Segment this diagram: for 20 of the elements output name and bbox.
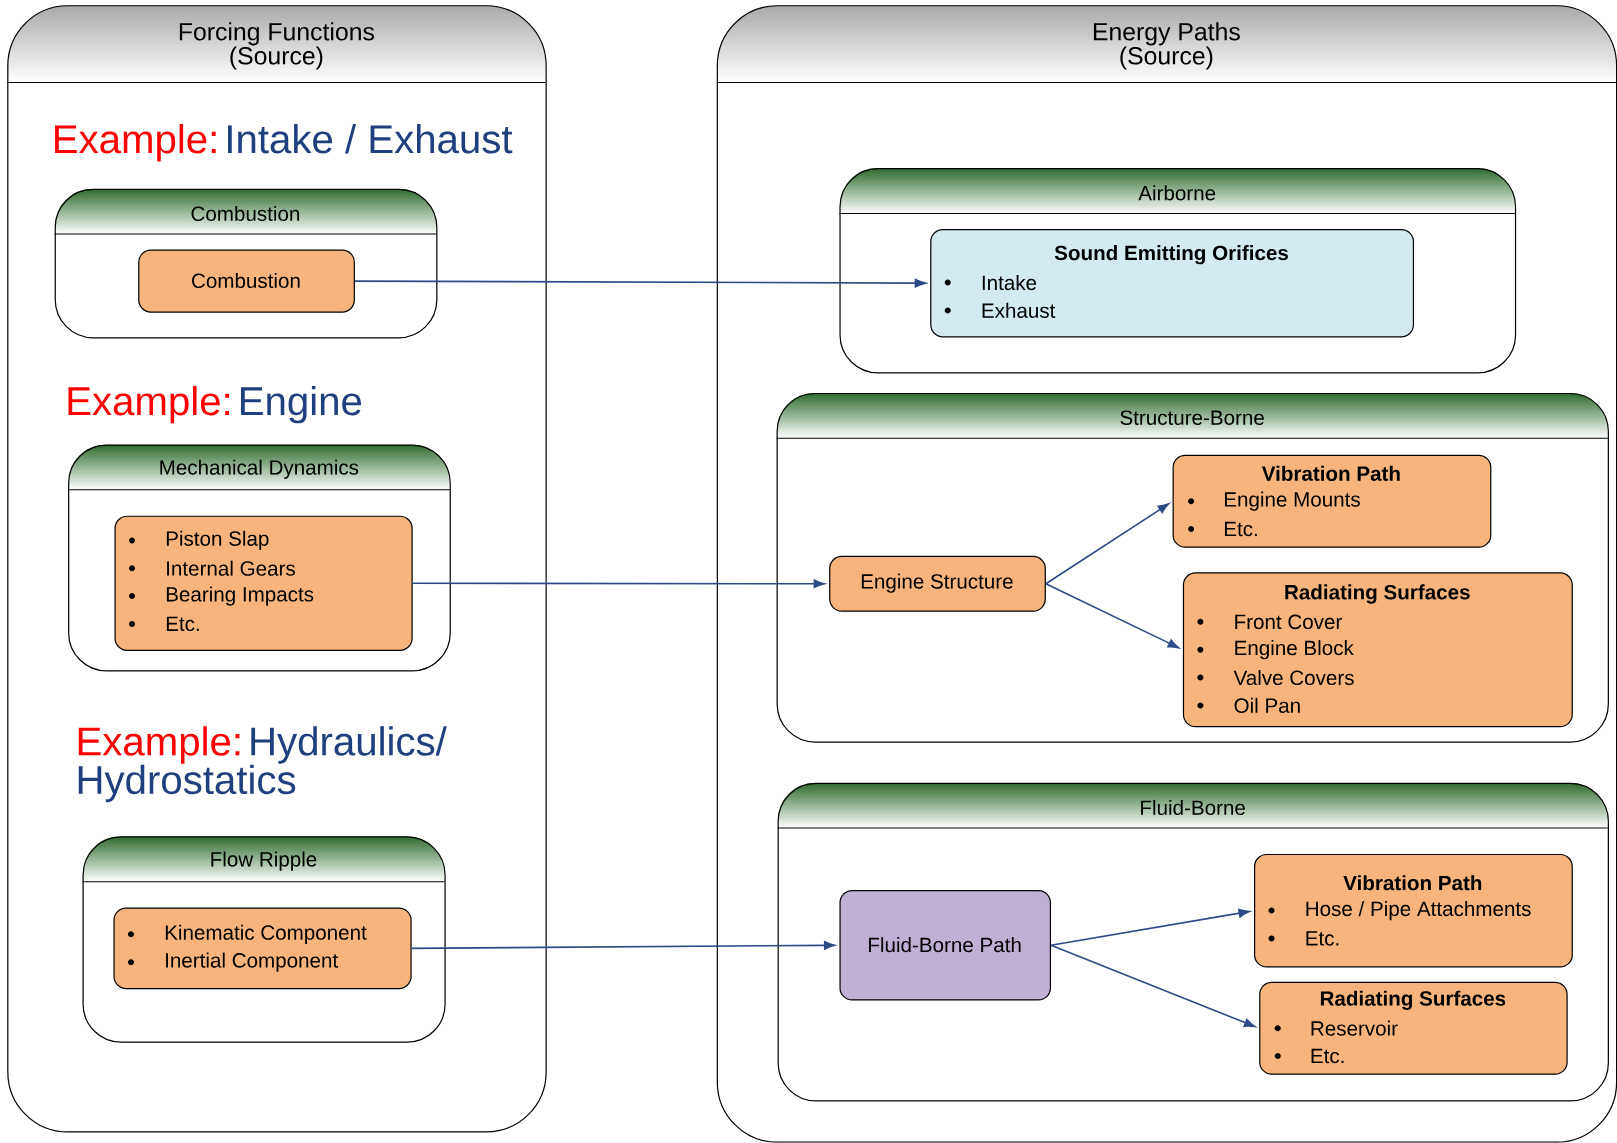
example-heading: Example: Engine <box>68 386 362 424</box>
arrow <box>1045 503 1170 585</box>
process-box: Combustion <box>138 249 355 313</box>
process-box: Piston Slap Internal Gears Bearing Impacts Etc. <box>114 515 413 652</box>
process-box: Engine Structure <box>829 556 1046 612</box>
example-heading: Example: Intake / Exhaust <box>55 124 513 162</box>
arrow <box>411 579 825 589</box>
example-heading: Example: Hydraulics/ Hydrostatics <box>78 726 447 803</box>
arrow <box>1050 908 1250 947</box>
arrow <box>1045 583 1180 649</box>
arrow <box>410 941 836 950</box>
process-box: Kinematic Component Inertial Component <box>113 907 412 990</box>
arrow <box>1050 944 1256 1028</box>
process-box: Radiating Surfaces Reservoir Etc. <box>1259 981 1568 1075</box>
arrow <box>354 278 927 288</box>
process-box: Vibration Path Hose / Pipe Attachments Etc. <box>1254 854 1573 968</box>
process-box: Sound Emitting Orifices Intake Exhaust <box>930 229 1415 338</box>
process-box: Radiating Surfaces Front Cover Engine Block Valve Covers Oil Pan <box>1182 572 1573 728</box>
process-box: Vibration Path Engine Mounts Etc. <box>1172 454 1492 548</box>
process-box: Fluid-Borne Path <box>839 890 1052 1001</box>
